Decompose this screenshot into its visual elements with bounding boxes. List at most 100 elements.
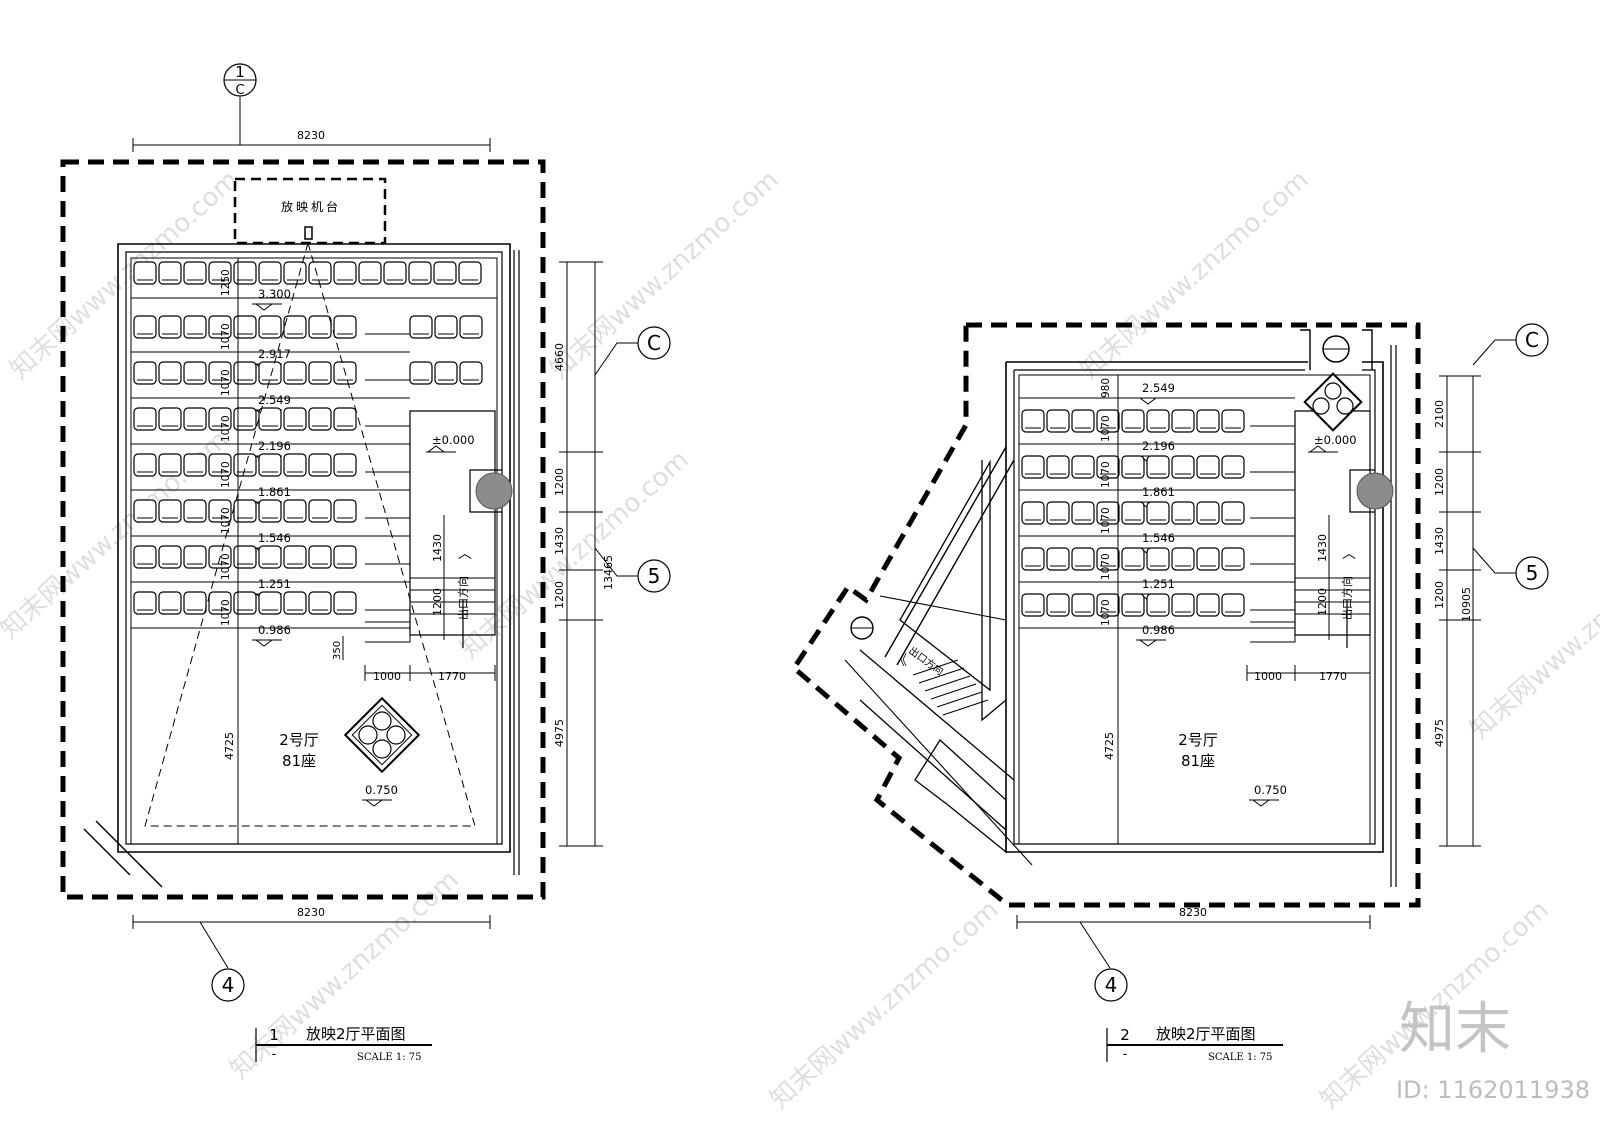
axis-bubble-c (1515, 323, 1549, 357)
seat-icon (233, 315, 257, 339)
seat-icon (1021, 547, 1045, 571)
exit-direction-label: 出口方向 (456, 576, 470, 620)
dimension-value: 1200 (553, 468, 566, 496)
seat-icon (333, 407, 357, 431)
projector-icon (304, 226, 313, 240)
seat-icon (258, 545, 282, 569)
dimension-value: 4660 (553, 343, 566, 371)
row-elevation: 2.196 (1142, 439, 1175, 453)
row-elevation: 1.546 (258, 531, 291, 545)
watermark-id: ID: 1162011938 (1396, 1076, 1590, 1104)
seat-icon (133, 361, 157, 385)
seat-icon (133, 453, 157, 477)
seat-icon (158, 261, 182, 285)
exit-corridor (409, 410, 496, 636)
axis-label-c: C (1525, 328, 1539, 352)
row-elevation: 3.300 (258, 287, 291, 301)
entry-wall (139, 864, 163, 888)
seat-icon (1096, 593, 1120, 617)
axis-label-4: 4 (222, 973, 235, 997)
column-circle (475, 472, 513, 510)
row-elevation: 0.986 (258, 623, 291, 637)
elevation-marker (1136, 397, 1166, 405)
drawing-number: 1 (269, 1026, 279, 1044)
row-dimension: 1070 (1100, 461, 1112, 488)
row-elevation: 1.861 (1142, 485, 1175, 499)
seat-icon (158, 315, 182, 339)
seat-icon (1121, 409, 1145, 433)
seat-icon (1121, 593, 1145, 617)
speaker-symbol-top (1322, 335, 1350, 363)
seat-icon (208, 361, 232, 385)
drawing-scale: SCALE 1: 75 (357, 1052, 421, 1063)
dimension-value: 4975 (553, 719, 566, 747)
seat-icon (158, 499, 182, 523)
seat-icon (1221, 409, 1245, 433)
watermark-logo: 知末 (1399, 997, 1511, 1062)
projection-booth (233, 177, 387, 245)
seat-icon (133, 407, 157, 431)
row-lines (1019, 397, 1295, 629)
row-dimension: 1070 (1100, 415, 1112, 442)
stair-outline (365, 621, 411, 643)
watermark-layer: 知末网www.znzmo.com 知末网www.znzmo.com 知末网www… (0, 165, 1600, 1115)
axis-bubble-c (637, 326, 671, 360)
row-elevation: 1.251 (258, 577, 291, 591)
seat-icon (308, 407, 332, 431)
seat-icon (1146, 455, 1170, 479)
drawing-number-sub: - (1123, 1047, 1128, 1062)
seat-icon (1196, 455, 1220, 479)
seat-icon (233, 261, 257, 285)
seat-icon (1146, 547, 1170, 571)
hall-outer-wall (117, 243, 511, 853)
corridor-wall (884, 446, 1015, 666)
projection-cone (144, 241, 476, 827)
speaker-symbol (343, 696, 421, 774)
seat-icon (1196, 593, 1220, 617)
seat-icon (208, 407, 232, 431)
seat-icon (434, 315, 458, 339)
seat-icon (1196, 409, 1220, 433)
seat-icon (1171, 547, 1195, 571)
dim-1200: 1200 (1316, 588, 1329, 616)
corridor-wall (859, 649, 1015, 831)
hall-name: 2号厅 (1178, 731, 1218, 749)
row-elevation: 2.196 (258, 439, 291, 453)
hall-outer-wall (1005, 361, 1384, 853)
watermark-text: 知末网www.znzmo.com (1075, 165, 1315, 385)
axis-leader (199, 921, 229, 969)
seat-icon (308, 361, 332, 385)
corridor-stairs (912, 659, 989, 716)
elevation-floor: ±0.000 (432, 433, 475, 447)
seat-icon (1196, 547, 1220, 571)
seat-icon (158, 545, 182, 569)
seat-icon (1046, 455, 1070, 479)
drawing-title: 放映2厅平面图 (306, 1025, 406, 1043)
dimension-value: 1430 (553, 527, 566, 555)
drawing-title: 放映2厅平面图 (1156, 1025, 1256, 1043)
seat-icon (308, 453, 332, 477)
axis-label-1: 1 (235, 63, 245, 81)
seat-icon (1021, 501, 1045, 525)
elevation-marker (1308, 445, 1338, 453)
seat-icon (459, 361, 483, 385)
axis-leader (1079, 921, 1111, 969)
row-elevation: 1.861 (258, 485, 291, 499)
seat-icon (133, 261, 157, 285)
speaker-symbol (1303, 372, 1363, 432)
seat-icon (408, 261, 432, 285)
dimension-value: 2100 (1433, 400, 1446, 428)
dim-bottom-width: 8230 (1179, 906, 1207, 919)
dim-total: 13465 (602, 555, 615, 590)
seat-icon (1146, 409, 1170, 433)
axis-bubble-4 (211, 968, 245, 1002)
seat-icon (333, 591, 357, 615)
dim-1200: 1200 (431, 588, 444, 616)
corridor-wall (844, 595, 1033, 866)
hall-inner-wall (1013, 369, 1376, 845)
seat-icon (333, 261, 357, 285)
dimension-value: 1430 (1433, 527, 1446, 555)
